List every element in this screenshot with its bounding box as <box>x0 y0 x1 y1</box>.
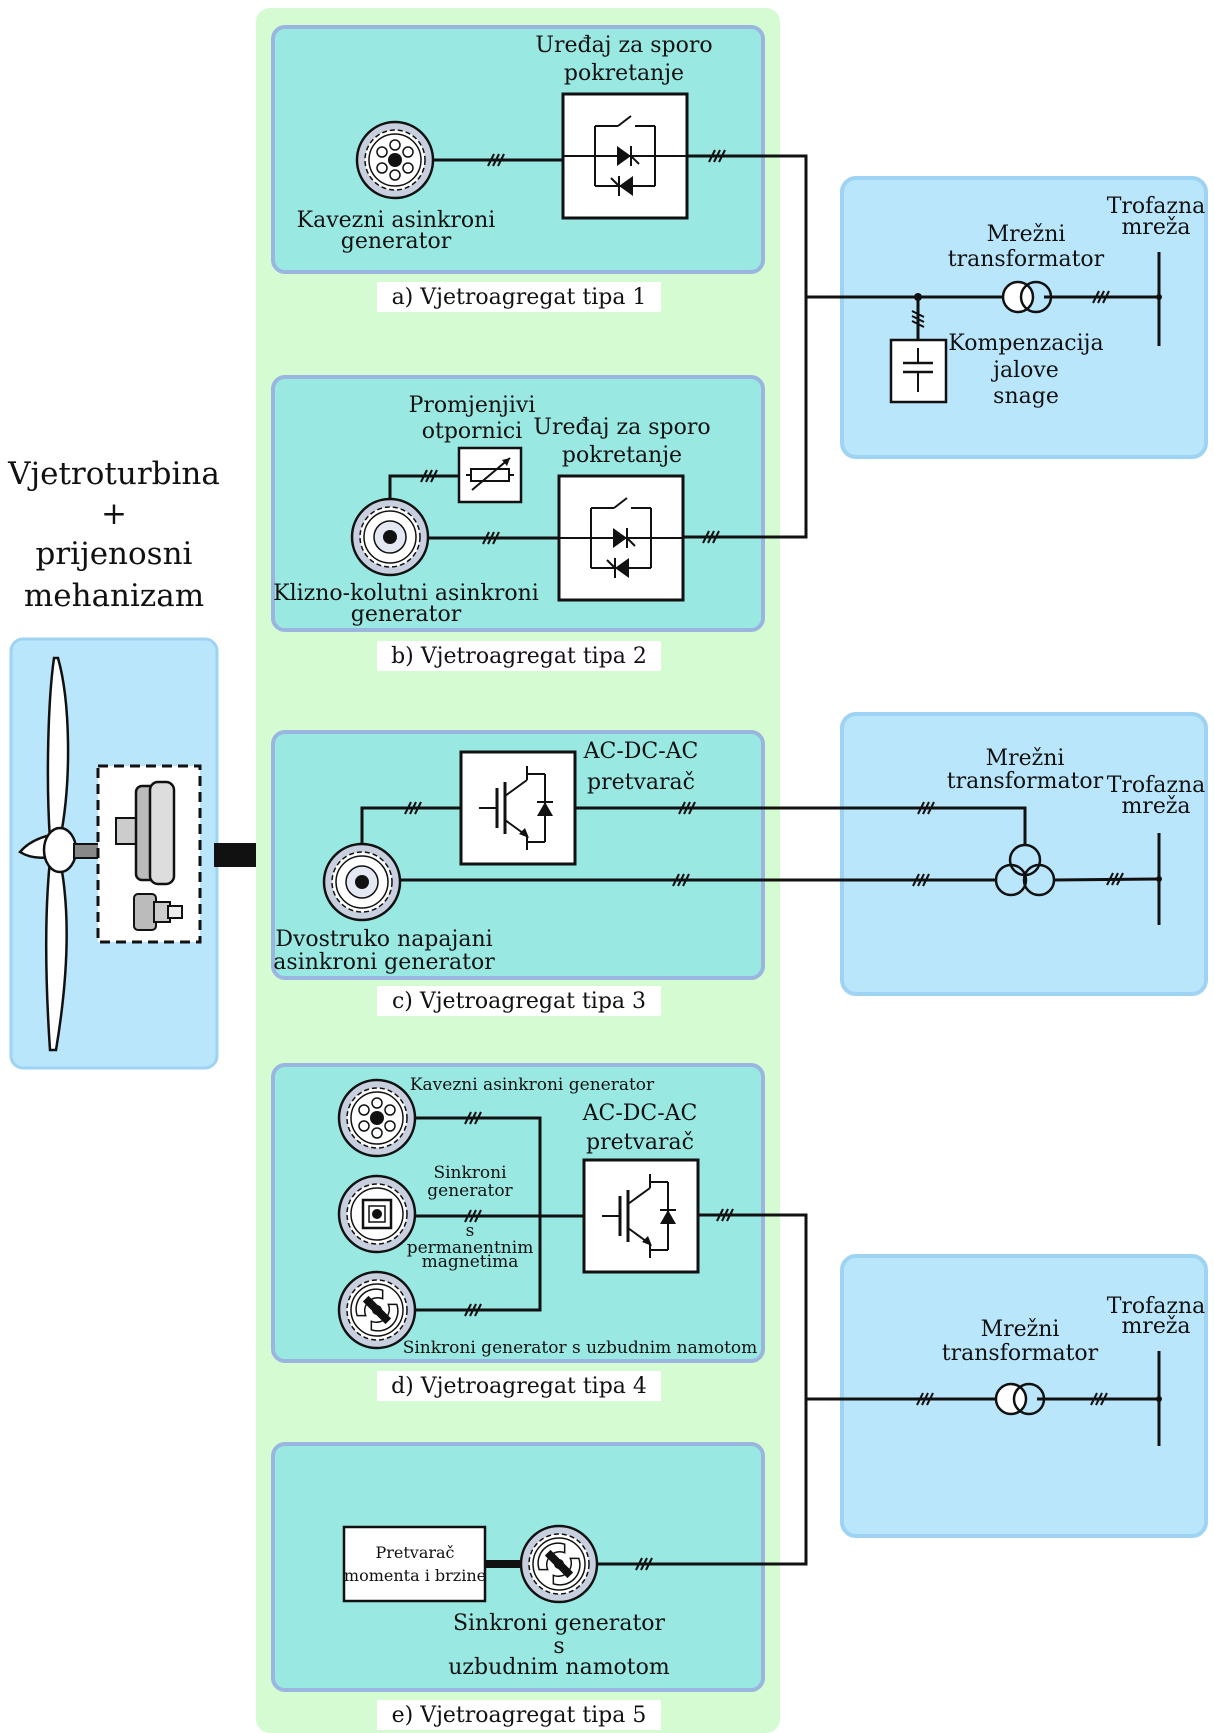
type5-generator-label-3: uzbudnim namotom <box>448 1655 670 1680</box>
type5-caption-bg <box>377 1700 661 1730</box>
type4-pm-label-4: permanentnim <box>407 1238 534 1258</box>
grid2-transformer-label-1: Mrežni <box>986 746 1065 771</box>
type2-generator-label-2: generator <box>351 602 462 627</box>
type4-converter-icon <box>582 1158 700 1274</box>
type2-caption: b) Vjetroagregat tipa 2 <box>391 644 647 669</box>
type4-caption: d) Vjetroagregat tipa 4 <box>391 1374 647 1399</box>
grid1-transformer-label-2: transformator <box>948 247 1105 272</box>
type5-caption: e) Vjetroagregat tipa 5 <box>392 1703 647 1728</box>
type1-caption-bg <box>377 282 661 312</box>
type2-resistor-label-1: Promjenjivi <box>409 393 536 418</box>
type5-converter-label-2: momenta i brzine <box>344 1566 486 1585</box>
grid3-grid-label-1: Trofazna <box>1107 1294 1206 1319</box>
type4-converter-label-2: pretvarač <box>586 1130 694 1155</box>
type5-converter-label-1: Pretvarač <box>375 1543 454 1562</box>
grid2-grid-label-2: mreža <box>1121 794 1190 819</box>
type2-generator-label-1: Klizno-kolutni asinkroni <box>273 581 539 606</box>
type4-panel: Kavezni asinkroni generator <box>271 1063 765 1363</box>
turbine-title-line-1: Vjetroturbina <box>7 456 220 492</box>
type4-pm-label-2: generator <box>427 1181 513 1201</box>
type2-softstart-label-2: pokretanje <box>562 443 682 468</box>
grid1-compensation-label-2: jalove <box>990 358 1059 383</box>
type2-resistor-icon <box>457 446 523 504</box>
type1-caption: a) Vjetroagregat tipa 1 <box>392 285 647 310</box>
grid1-compensation-label-1: Kompenzacija <box>948 331 1103 356</box>
type3-generator-label-1: Dvostruko napajani <box>275 927 492 952</box>
type4-type5-bus <box>597 1213 808 1566</box>
turbine-title: Vjetroturbina + prijenosni mehanizam <box>7 456 220 614</box>
grid2-grid-label-1: Trofazna <box>1107 773 1206 798</box>
gearbox-icon <box>115 780 183 931</box>
grid1-capacitor-icon <box>889 338 948 404</box>
grid1-panel: Trofazna mreža Mrežni transformator Komp… <box>806 176 1208 459</box>
type1-generator-label-1: Kavezni asinkroni <box>297 208 496 233</box>
type4-wound-generator-label: Sinkroni generator s uzbudnim namotom <box>403 1338 758 1358</box>
type4-pm-label-5: magnetima <box>422 1252 519 1272</box>
type3-converter-label-2: pretvarač <box>587 770 695 795</box>
type1-generator-label-2: generator <box>341 229 452 254</box>
type3-caption-bg <box>377 986 661 1016</box>
type4-converter-label-1: AC-DC-AC <box>582 1101 698 1126</box>
grid1-transformer-label-1: Mrežni <box>987 222 1066 247</box>
type2-generator-icon <box>350 497 430 577</box>
type4-pm-label-3: s <box>466 1221 475 1241</box>
type1-generator-icon <box>355 120 435 200</box>
type3-converter-icon <box>459 750 577 866</box>
type3-panel: AC-DC-AC pretvarač Dvostruko napajani as… <box>271 730 765 980</box>
turbine-title-line-3: prijenosni <box>36 536 193 572</box>
type5-torque-converter-box <box>342 1525 487 1603</box>
grid2-panel: Mrežni transformator Trofazna mreža <box>840 712 1208 996</box>
type3-caption: c) Vjetroagregat tipa 3 <box>392 989 646 1014</box>
grid1-compensation-label-3: snage <box>993 384 1059 409</box>
type5-generator-label-1: Sinkroni generator <box>453 1611 666 1636</box>
type2-panel: Promjenjivi otpornici Uređaj za sporo po… <box>271 375 765 632</box>
grid1-grid-label-1: Trofazna <box>1107 194 1206 219</box>
type3-converter-label-1: AC-DC-AC <box>583 739 699 764</box>
grid3-transformer-label-1: Mrežni <box>981 1317 1060 1342</box>
drive-shaft <box>214 843 259 867</box>
type5-generator-icon <box>519 1524 599 1604</box>
grid3-grid-label-2: mreža <box>1121 1314 1190 1339</box>
type4-cage-generator-icon <box>337 1078 417 1158</box>
grid3-transformer-label-2: transformator <box>942 1341 1099 1366</box>
type4-cage-generator-label: Kavezni asinkroni generator <box>410 1075 655 1095</box>
turbine-title-line-2: + <box>101 496 127 532</box>
type3-generator-label-2: asinkroni generator <box>273 950 495 975</box>
type2-caption-bg <box>377 641 661 671</box>
type2-softstart-label-1: Uređaj za sporo <box>533 415 710 440</box>
turbine-title-line-4: mehanizam <box>24 578 204 614</box>
type5-shaft <box>485 1560 522 1568</box>
type4-pm-generator-icon <box>337 1174 417 1254</box>
type5-panel: Pretvarač momenta i brzine Sinkroni gene… <box>271 1442 765 1692</box>
type4-wound-generator-icon <box>337 1270 417 1350</box>
rotor-icon <box>18 656 101 1052</box>
type2-resistor-label-2: otpornici <box>422 419 523 444</box>
type1-softstart-icon <box>561 92 689 220</box>
grid3-panel: Trofazna mreža Mrežni transformator <box>806 1254 1208 1538</box>
type3-rotor-feeder <box>575 806 1027 845</box>
type2-softstart-icon <box>557 474 685 602</box>
type1-softstart-label-2: pokretanje <box>564 61 684 86</box>
type3-generator-icon <box>322 842 402 922</box>
turbine-panel <box>9 637 219 1070</box>
type4-pm-label-1: Sinkroni <box>433 1163 507 1183</box>
type5-generator-label-2: s <box>553 1634 564 1659</box>
grid2-transformer-label-2: transformator <box>947 769 1104 794</box>
type4-caption-bg <box>377 1371 661 1401</box>
grid1-grid-label-2: mreža <box>1121 215 1190 240</box>
type1-softstart-label-1: Uređaj za sporo <box>535 33 712 58</box>
type1-panel: Uređaj za sporo pokretanje Kavezni asink… <box>271 25 765 274</box>
type1-type2-bus <box>683 154 808 539</box>
